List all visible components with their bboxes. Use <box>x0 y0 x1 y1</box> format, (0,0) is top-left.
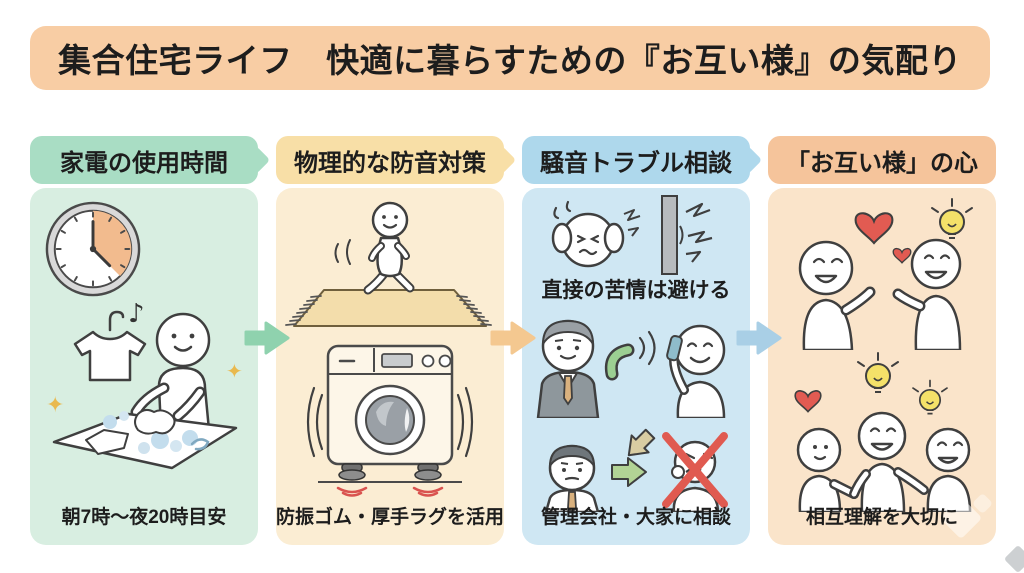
lightbulb-icon <box>912 379 948 415</box>
mobile-phone-icon <box>666 334 683 362</box>
sparkle-icon: ✦ <box>226 359 243 383</box>
title-banner: 集合住宅ライフ 快適に暮らすための『お互い様』の気配り <box>30 26 990 90</box>
heart-icon <box>854 212 894 245</box>
step-header-label: 「お互い様」の心 <box>786 149 978 177</box>
panel-noise-consult: 直接の苦情は避ける <box>522 188 750 545</box>
step-header-label: 物理的な防音対策 <box>294 149 486 177</box>
step-header-mutual-spirit: 「お互い様」の心 <box>768 136 996 184</box>
page-title: 集合住宅ライフ 快適に暮らすための『お互い様』の気配り <box>58 42 962 79</box>
step-header-label: 家電の使用時間 <box>60 149 228 177</box>
step-header-noise-consult: 騒音トラブル相談 <box>522 136 750 184</box>
hand-over-ear <box>551 222 573 254</box>
panel-mutual-spirit: 相互理解を大切に <box>768 188 996 545</box>
washing-machine-illustration <box>306 344 474 497</box>
note-avoid-direct-complaint: 直接の苦情は避ける <box>541 279 731 302</box>
lightbulb-icon <box>931 198 973 239</box>
heart-icon <box>892 247 912 264</box>
step-header-label: 騒音トラブル相談 <box>540 149 732 177</box>
sparkle-icon: ✦ <box>46 393 64 418</box>
lightbulb-icon <box>857 352 899 393</box>
sound-waves <box>638 330 656 366</box>
vibration-reduction-waves <box>336 486 444 497</box>
panel-appliance-hours: ♪ ✦ ✦ 朝7時〜夜20時目安 <box>30 188 258 545</box>
caption-appliance-hours: 朝7時〜夜20時目安 <box>61 507 227 528</box>
three-people-harmony-illustration <box>794 352 972 512</box>
hand-over-ear <box>603 222 625 254</box>
flow-arrow-3-icon <box>736 321 782 355</box>
flow-arrow-2-icon <box>490 321 536 355</box>
hand-washing-illustration: ♪ ✦ ✦ <box>46 300 243 470</box>
no-direct-confrontation-illustration <box>544 428 728 512</box>
vibration-waves <box>306 386 474 458</box>
walking-on-rug-illustration <box>285 201 492 327</box>
panel-soundproofing: 防振ゴム・厚手ラグを活用 <box>276 188 504 545</box>
noise-distress-illustration <box>551 195 713 275</box>
step-header-appliance-hours: 家電の使用時間 <box>30 136 258 184</box>
arrow-right-icon <box>611 457 647 487</box>
stress-marks <box>623 209 641 237</box>
caption-mutual-spirit: 相互理解を大切に <box>805 507 958 528</box>
noise-marks <box>685 202 713 263</box>
caption-noise-consult: 管理会社・大家に相談 <box>540 507 731 528</box>
corner-decoration <box>1003 544 1024 573</box>
caption-soundproofing: 防振ゴム・厚手ラグを活用 <box>276 507 505 528</box>
music-note-icon: ♪ <box>128 300 145 329</box>
tshirt-icon <box>73 330 147 382</box>
phone-consult-illustration <box>536 319 726 418</box>
heart-icon <box>794 390 822 413</box>
wall <box>661 195 678 275</box>
red-x-icon <box>662 432 728 508</box>
step-header-soundproofing: 物理的な防音対策 <box>276 136 504 184</box>
clock-icon <box>45 201 141 297</box>
flow-arrow-1-icon <box>244 321 290 355</box>
arrow-down-left-icon <box>627 428 656 457</box>
hanger-icon <box>108 310 125 332</box>
two-people-understanding-illustration <box>798 198 973 350</box>
